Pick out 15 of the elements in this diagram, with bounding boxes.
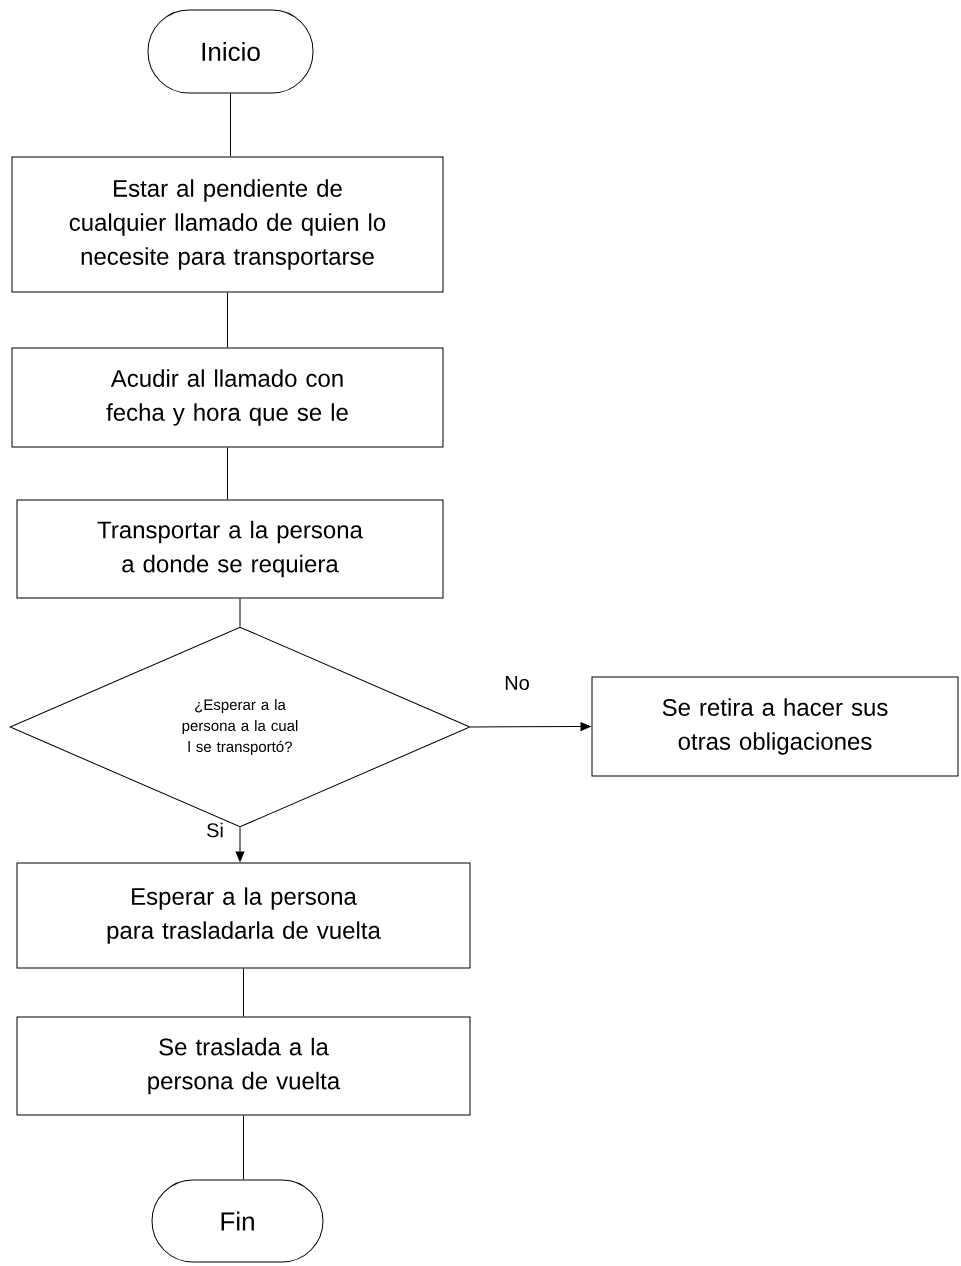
process-box: Transportar a la persona a donde se requiera	[16, 499, 444, 599]
connector-line	[243, 968, 244, 1017]
connector-line	[227, 292, 228, 348]
process-box: Esperar a la persona para trasladarla de vuelta	[16, 862, 471, 969]
process-box: Se traslada a la persona de vuelta	[16, 1016, 471, 1116]
process-box: Acudir al llamado con fecha y hora que se le	[11, 347, 444, 448]
edge-label: No	[503, 675, 531, 691]
arrow	[235, 827, 245, 862]
connector-line	[239, 598, 241, 627]
process-box: Se retira a hacer sus otras obligaciones	[591, 676, 959, 777]
arrow	[470, 722, 591, 731]
process-box: Estar al pendiente de cualquier llamado de quien lo necesite para transportarse	[11, 156, 444, 293]
connector-line	[230, 93, 231, 157]
connector-line	[227, 447, 228, 500]
connector-line	[243, 1115, 244, 1180]
